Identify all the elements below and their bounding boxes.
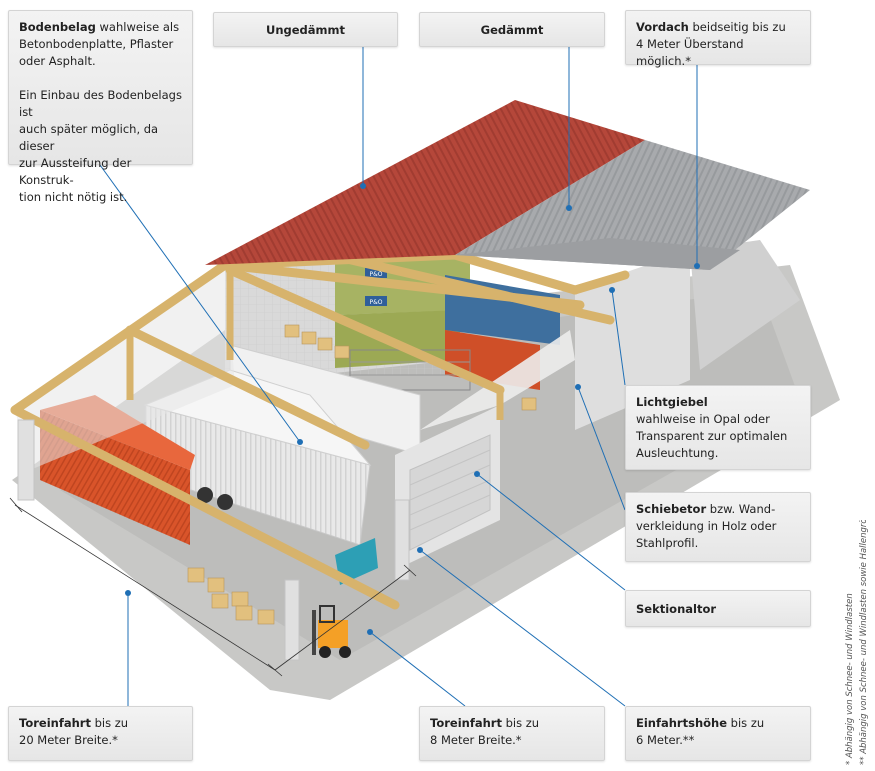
schiebetor-line3: Stahlprofil. — [636, 536, 699, 550]
callout-toreinfahrt-8: Toreinfahrt bis zu 8 Meter Breite.* — [419, 706, 605, 761]
container-brand-2: P&O — [369, 299, 382, 306]
lichtgiebel-title: Lichtgiebel — [636, 395, 708, 409]
bodenbelag-line3: oder Asphalt. — [19, 54, 96, 68]
gedaemmt-label: Gedämmt — [480, 23, 544, 37]
concrete-columns — [17, 419, 410, 661]
leader-lines — [99, 47, 698, 707]
sektionaltor-label: Sektionaltor — [636, 602, 717, 616]
callout-toreinfahrt-20: Toreinfahrt bis zu 20 Meter Breite.* — [8, 706, 193, 761]
callout-ungedaemmt: Ungedämmt — [213, 12, 398, 47]
canopy-edge — [455, 238, 740, 270]
footnotes: * Abhängig von Schnee- und Windlasten **… — [845, 520, 869, 765]
toreinfahrt8-title: Toreinfahrt — [430, 716, 502, 730]
leader-dots — [125, 183, 700, 635]
ungedaemmt-label: Ungedämmt — [265, 23, 345, 37]
callout-schiebetor: Schiebetor bzw. Wand- verkleidung in Hol… — [625, 492, 811, 562]
forklift-icon — [312, 605, 351, 658]
vordach-line2: 4 Meter Überstand möglich.* — [636, 37, 744, 68]
einfahrtshoehe-line1: bis zu — [727, 716, 765, 730]
einfahrtshoehe-title: Einfahrtshöhe — [636, 716, 728, 730]
roof-uninsulated — [205, 100, 645, 265]
lichtgiebel-line4: Ausleuchtung. — [636, 446, 719, 460]
schiebetor-line2: verkleidung in Holz oder — [636, 519, 777, 533]
right-side-wall — [690, 240, 800, 370]
container-brand-1: P&O — [369, 271, 382, 278]
callout-vordach: Vordach beidseitig bis zu 4 Meter Überst… — [625, 10, 811, 68]
left-gable-panel — [15, 265, 235, 470]
pallets-front — [187, 567, 275, 625]
light-gable — [420, 330, 575, 430]
vordach-line1: beidseitig bis zu — [688, 20, 786, 34]
footnote-2: ** Abhängig von Schnee- und Windlasten s… — [859, 520, 869, 765]
toreinfahrt20-title: Toreinfahrt — [19, 716, 91, 730]
toreinfahrt20-line1: bis zu — [90, 716, 129, 730]
pallets-back — [284, 324, 537, 411]
callout-lichtgiebel: Lichtgiebel wahlweise in Opal oder Trans… — [625, 385, 811, 470]
einfahrtshoehe-line2: 6 Meter.** — [636, 733, 695, 747]
blue-machine — [335, 538, 378, 585]
callout-einfahrtshoehe: Einfahrtshöhe bis zu 6 Meter.** — [625, 706, 811, 761]
vordach-title: Vordach — [636, 20, 689, 34]
schiebetor-title: Schiebetor — [636, 502, 707, 516]
callout-gedaemmt: Gedämmt — [419, 12, 605, 47]
roof-insulated — [455, 140, 810, 270]
bodenbelag-para2-3: zur Aussteifung der Konstruk- — [19, 156, 132, 187]
lichtgiebel-line3: Transparent zur optimalen — [636, 429, 788, 443]
callout-bodenbelag: Bodenbelag wahlweise als Betonbodenplatt… — [8, 10, 193, 204]
bodenbelag-para2-1: Ein Einbau des Bodenbelags ist — [19, 88, 182, 119]
bodenbelag-title: Bodenbelag — [19, 20, 96, 34]
toreinfahrt20-line2: 20 Meter Breite.* — [19, 733, 118, 747]
toreinfahrt8-line2: 8 Meter Breite.* — [430, 733, 522, 747]
bodenbelag-para2-4: tion nicht nötig ist. — [19, 190, 128, 204]
dimension-lines — [9, 497, 417, 677]
toreinfahrt8-line1: bis zu — [501, 716, 540, 730]
callout-sektionaltor: Sektionaltor — [625, 590, 811, 627]
footnote-1: * Abhängig von Schnee- und Windlasten — [845, 593, 855, 765]
lichtgiebel-line2: wahlweise in Opal oder — [636, 412, 770, 426]
bodenbelag-para2-2: auch später möglich, da dieser — [19, 122, 159, 153]
bodenbelag-line1: wahlweise als — [95, 20, 180, 34]
bodenbelag-line2: Betonbodenplatte, Pflaster — [19, 37, 174, 51]
schiebetor-line1: bzw. Wand- — [706, 502, 776, 516]
